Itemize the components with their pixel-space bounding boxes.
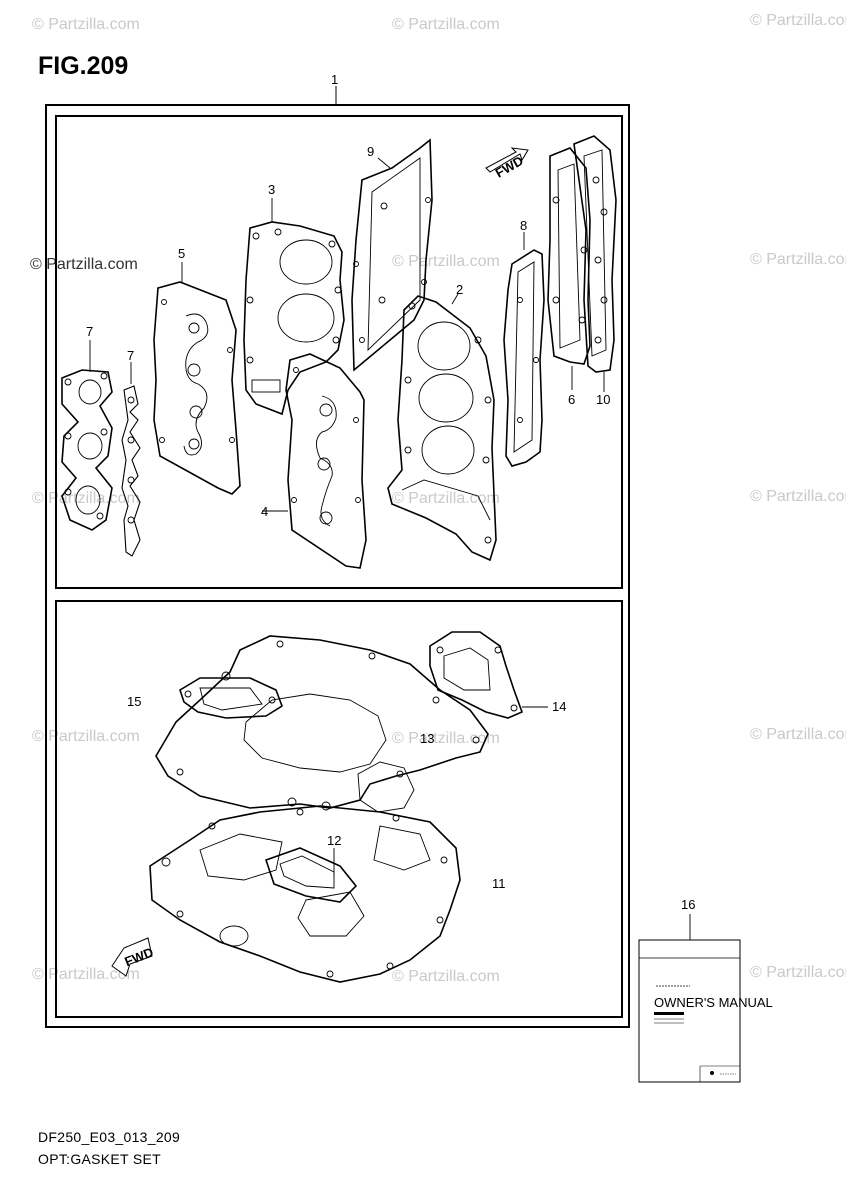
watermark: © Partzilla.com xyxy=(392,730,500,747)
callout-15: 15 xyxy=(127,694,141,709)
callout-7a: 7 xyxy=(86,324,93,339)
callout-12: 12 xyxy=(327,833,341,848)
part-12-gasket xyxy=(264,847,358,903)
watermark: © Partzilla.com xyxy=(750,964,846,981)
diagram-name: OPT:GASKET SET xyxy=(38,1151,161,1167)
callout-9: 9 xyxy=(367,144,374,159)
callout-13: 13 xyxy=(420,731,434,746)
watermark: © Partzilla.com xyxy=(750,12,846,29)
watermark: © Partzilla.com xyxy=(750,488,846,505)
watermark: © Partzilla.com xyxy=(32,16,140,33)
callout-8: 8 xyxy=(520,218,527,233)
callout-10: 10 xyxy=(596,392,610,407)
watermark: © Partzilla.com xyxy=(32,490,140,507)
watermark: © Partzilla.com xyxy=(392,253,500,270)
callout-5: 5 xyxy=(178,246,185,261)
callout-3: 3 xyxy=(268,182,275,197)
part-14-gasket xyxy=(429,631,548,719)
part-4-gasket xyxy=(262,353,367,569)
upper-panel xyxy=(55,115,623,589)
part-3-gasket xyxy=(243,198,345,416)
callout-1: 1 xyxy=(331,72,338,87)
part-7-gasket-b xyxy=(121,362,141,557)
part-6-gasket xyxy=(547,147,591,390)
fwd-arrow-bottom: FWD xyxy=(111,937,155,977)
part-11-gasket xyxy=(149,805,461,983)
part-7-gasket-a xyxy=(61,340,113,531)
part-10-gasket xyxy=(573,135,617,392)
callout-16: 16 xyxy=(681,897,695,912)
watermark: © Partzilla.com xyxy=(392,16,500,33)
part-5-gasket xyxy=(153,262,241,495)
callout-7b: 7 xyxy=(127,348,134,363)
watermark: © Partzilla.com xyxy=(32,966,140,983)
callout-4: 4 xyxy=(261,504,268,519)
callout-6: 6 xyxy=(568,392,575,407)
part-2-gasket xyxy=(387,293,497,562)
manual-heading: OWNER'S MANUAL xyxy=(654,995,773,1010)
diagram-code: DF250_E03_013_209 xyxy=(38,1129,181,1145)
watermark: © Partzilla.com xyxy=(392,968,500,985)
figure-title: FIG.209 xyxy=(38,52,129,80)
part-15-gasket xyxy=(179,677,283,719)
watermark: © Partzilla.com xyxy=(750,726,846,743)
callout-2: 2 xyxy=(456,282,463,297)
part-13-gasket xyxy=(155,635,489,813)
callout-14: 14 xyxy=(552,699,566,714)
part-9-gasket xyxy=(351,138,433,372)
fwd-arrow-top: FWD xyxy=(485,147,529,181)
part-16-manual: OWNER'S MANUAL xyxy=(638,914,773,1083)
outer-frame xyxy=(45,104,630,1028)
part-8-gasket xyxy=(503,232,545,467)
lower-panel xyxy=(55,600,623,1018)
watermark: © Partzilla.com xyxy=(32,728,140,745)
watermark: © Partzilla.com xyxy=(750,251,846,268)
callout-11: 11 xyxy=(492,876,506,891)
